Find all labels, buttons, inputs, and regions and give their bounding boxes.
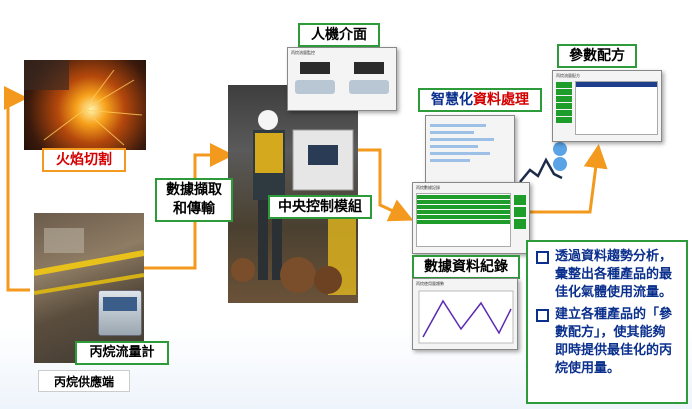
flame-cutting-photo — [24, 60, 146, 150]
note-text-1: 透過資料趨勢分析，彙整出各種產品的最佳化氣體使用流量。 — [555, 249, 673, 300]
note-item-1: 透過資料趨勢分析，彙整出各種產品的最佳化氣體使用流量。 — [536, 248, 678, 302]
record-screen: 丙烷數據記錄 — [412, 182, 530, 254]
record-label: 數據資料紀錄 — [412, 255, 520, 279]
params-label: 參數配方 — [557, 44, 637, 68]
bullet-square-icon — [536, 251, 549, 264]
trend-analysis-icon — [519, 142, 567, 183]
processing-screen — [425, 115, 515, 187]
flowmeter-label: 丙烷流量計 — [75, 341, 169, 365]
arrow-record-to-params — [528, 144, 608, 214]
bullet-square-icon — [536, 308, 549, 322]
params-screen: 丙烷流量配方 — [552, 70, 662, 142]
data-capture-label: 數據擷取 和傳輸 — [155, 178, 233, 222]
central-control-photo — [228, 85, 358, 303]
arrow-central-to-record — [355, 148, 414, 222]
notes-box: 透過資料趨勢分析，彙整出各種產品的最佳化氣體使用流量。 建立各種產品的「參數配方… — [526, 240, 688, 404]
trend-line-graphic — [418, 290, 514, 344]
note-text-2: 建立各種產品的「參數配方」，使其能夠即時提供最佳化的丙烷使用量。 — [555, 306, 673, 376]
smart-processing-label: 智慧化資料處理 — [418, 88, 542, 112]
trend-chart-screen: 丙烷使用量趨勢 — [412, 278, 518, 350]
hmi-label: 人機介面 — [298, 23, 380, 47]
propane-supply-photo — [34, 213, 144, 363]
propane-supply-label: 丙烷供應端 — [38, 370, 130, 392]
flowmeter-device — [98, 290, 142, 336]
smart-highlight: 資料處理 — [473, 92, 529, 108]
flame-cutting-label: 火焰切割 — [42, 148, 126, 172]
note-item-2: 建立各種產品的「參數配方」，使其能夠即時提供最佳化的丙烷使用量。 — [536, 306, 678, 378]
arrow-supply-to-flame — [4, 86, 30, 292]
hmi-screen: 丙烷流量監控 — [287, 47, 397, 111]
smart-text: 智慧化 — [431, 92, 473, 108]
central-control-label: 中央控制模組 — [268, 195, 372, 219]
